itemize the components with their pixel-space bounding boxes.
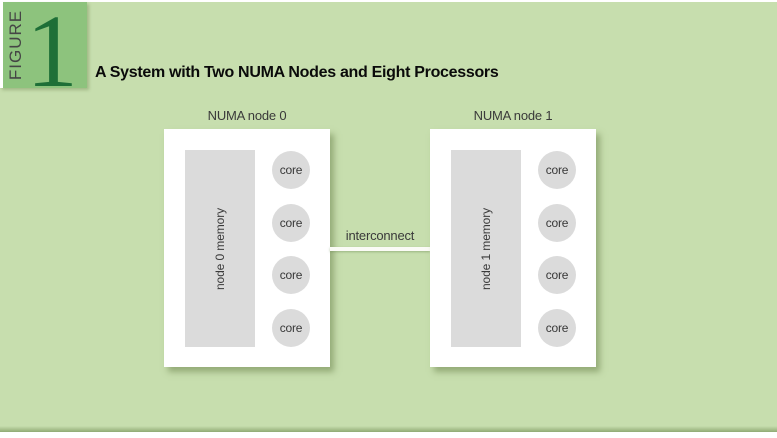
node-1-memory-block: node 1 memory [451, 150, 521, 347]
interconnect-line [330, 247, 430, 251]
node-1-core-3: core [538, 256, 576, 294]
node-0-core-3: core [272, 256, 310, 294]
figure-number: 1 [26, 0, 78, 109]
interconnect-label: interconnect [345, 228, 415, 243]
numa-node-0-box: node 0 memory core core core core [164, 129, 330, 367]
node-1-core-1: core [538, 151, 576, 189]
figure-badge: FIGURE 1 [0, 0, 87, 104]
node-0-memory-block: node 0 memory [185, 150, 255, 347]
figure-label: FIGURE [6, 9, 25, 81]
numa-node-1-box: node 1 memory core core core core [430, 129, 596, 367]
node-1-core-2: core [538, 204, 576, 242]
numa-node-0-label: NUMA node 0 [207, 108, 287, 123]
node-0-core-1: core [272, 151, 310, 189]
node-1-memory-label: node 1 memory [479, 207, 494, 290]
node-1-core-4: core [538, 309, 576, 347]
node-0-core-2: core [272, 204, 310, 242]
node-0-memory-label: node 0 memory [213, 207, 228, 290]
node-0-core-4: core [272, 309, 310, 347]
figure-title: A System with Two NUMA Nodes and Eight P… [95, 64, 499, 81]
numa-node-1-label: NUMA node 1 [473, 108, 553, 123]
